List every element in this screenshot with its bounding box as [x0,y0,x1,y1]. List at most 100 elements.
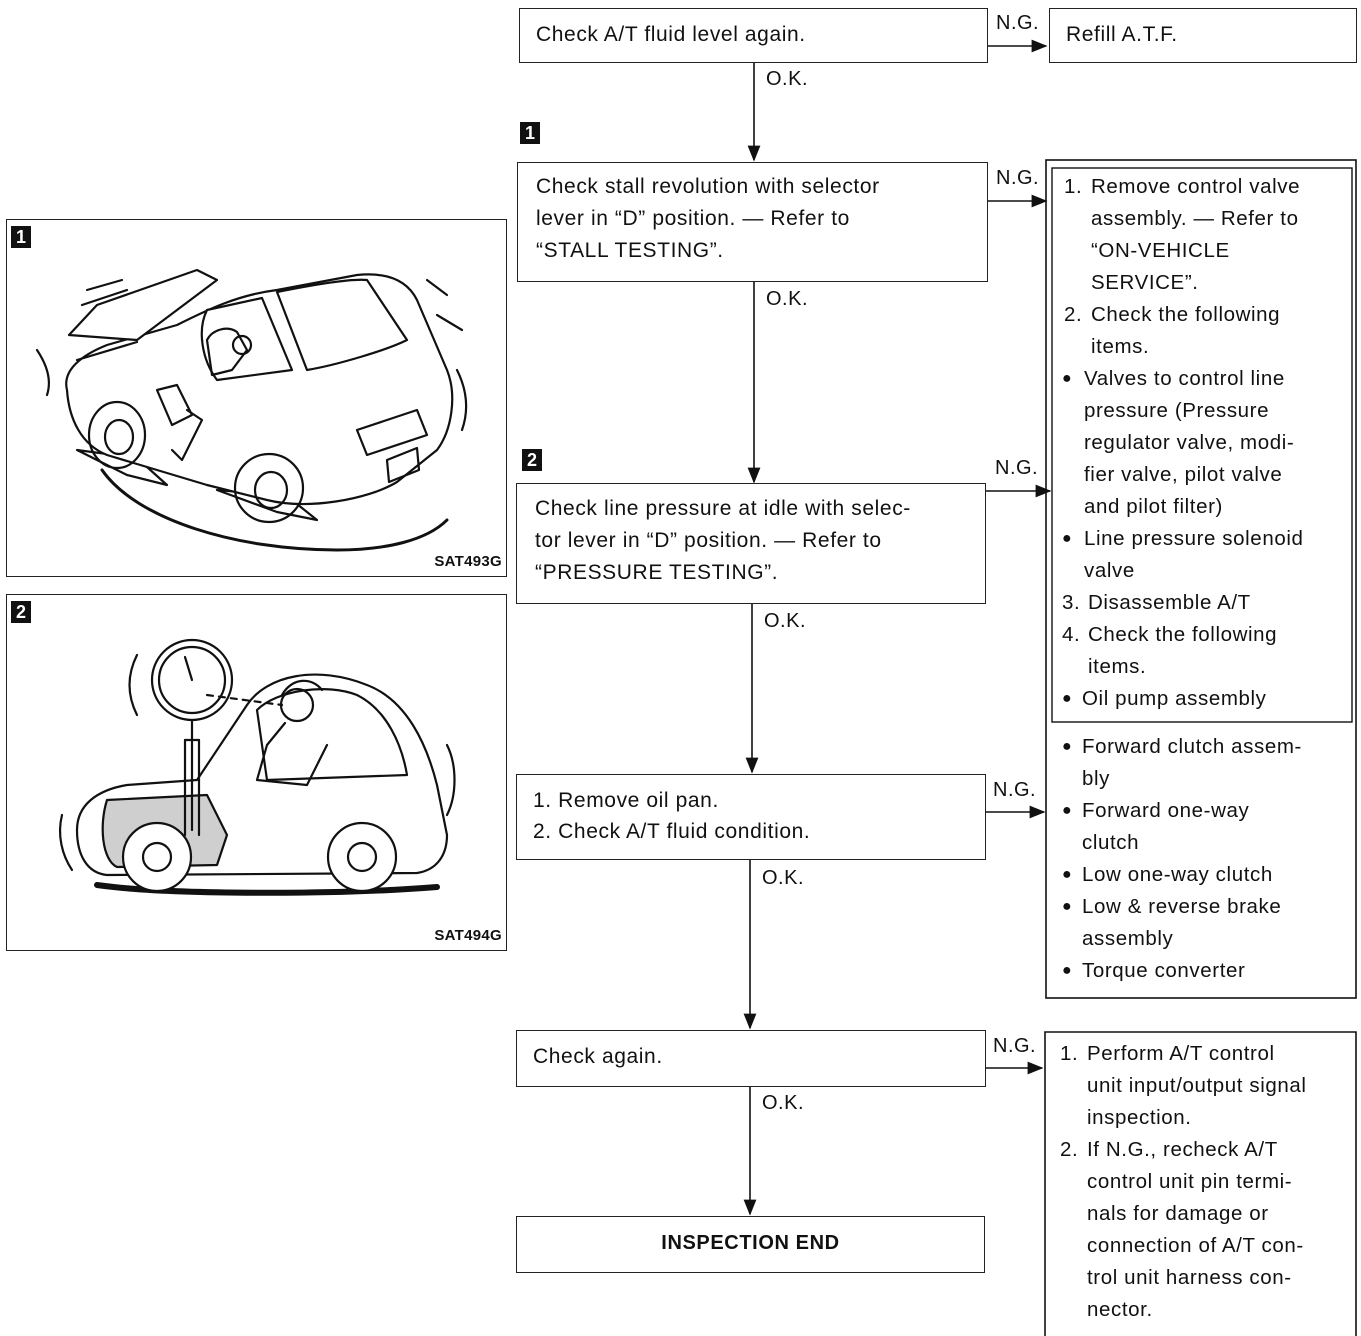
list-text: items. [1091,335,1150,358]
step-check-again: Check again. [516,1030,986,1087]
list-text: Low & reverse brake [1082,895,1282,918]
list-marker: 3. [1062,591,1081,614]
bullet-icon: ● [1062,530,1073,547]
inspection-end-text: INSPECTION END [661,1232,840,1254]
list-text: Check the following [1091,303,1281,326]
bullet-icon: ● [1062,690,1073,707]
step-stall-test: Check stall revolution with selector lev… [517,162,988,282]
list-item: 1.Perform A/T control [1060,1038,1352,1070]
remedy-box-outer [1045,159,1357,999]
step-check-fluid-level: Check A/T fluid level again. [519,8,988,63]
list-item: unit input/output signal [1060,1070,1352,1102]
car-stall-illustration [35,268,468,552]
list-text: Disassemble A/T [1088,591,1251,614]
oil-pan-line-1: 1. Remove oil pan. [533,789,719,812]
refill-atf-box: Refill A.T.F. [1049,8,1357,63]
list-text: Valves to control line [1084,367,1285,390]
step-check-fluid-level-text: Check A/T fluid level again. [536,23,806,46]
list-item: ●Line pressure solenoid [1060,523,1352,555]
list-text: “ON-VEHICLE [1091,239,1230,262]
list-item: regulator valve, modi- [1060,427,1352,459]
list-item: items. [1060,651,1352,683]
list-item: “ON-VEHICLE [1060,235,1352,267]
list-item: 3. Disassemble A/T [1060,587,1352,619]
ng-label-5: N.G. [993,1035,1037,1057]
list-item: assembly. — Refer to [1060,203,1352,235]
final-box-border [1044,1031,1357,1336]
list-text: trol unit harness con- [1087,1266,1292,1289]
list-text: SERVICE”. [1091,271,1199,294]
list-text: control unit pin termi- [1087,1170,1293,1193]
list-text: Oil pump assembly [1082,687,1267,710]
list-text: assembly. — Refer to [1091,207,1299,230]
figure-1-caption: SAT493G [434,553,502,570]
bullet-icon: ● [1062,962,1073,979]
figure-marker-1: 1 [11,226,31,248]
list-text: connection of A/T con- [1087,1234,1304,1257]
ng-label-4: N.G. [993,779,1037,801]
list-text: regulator valve, modi- [1084,431,1295,454]
list-item: trol unit harness con- [1060,1262,1352,1294]
pressure-line-2: tor lever in “D” position. — Refer to [535,529,882,552]
ng-label-3: N.G. [995,457,1039,479]
list-text: valve [1084,559,1135,582]
oil-pan-line-2: 2. Check A/T fluid condition. [533,820,811,843]
list-item: 1. Remove control valve [1060,171,1352,203]
marker-1: 1 [520,122,540,144]
figure-pressure-test: 2 [6,594,507,951]
list-text: Remove control valve [1091,175,1301,198]
list-text: Low one-way clutch [1082,863,1273,886]
bullet-icon: ● [1062,738,1073,755]
list-text: unit input/output signal [1087,1074,1307,1097]
ok-label-5: O.K. [762,1092,805,1114]
list-item: connection of A/T con- [1060,1230,1352,1262]
figure-stall-test: 1 [6,219,507,577]
list-item: clutch [1060,827,1352,859]
list-item: ● Oil pump assembly [1060,683,1352,731]
list-text: bly [1082,767,1111,790]
list-marker: 1. [1060,1042,1079,1065]
step-pressure-test: Check line pressure at idle with selec- … [516,483,986,604]
list-item: nals for damage or [1060,1198,1352,1230]
list-text: pressure (Pressure [1084,399,1270,422]
list-item: 4.Check the following [1060,619,1352,651]
check-again-text: Check again. [533,1045,663,1068]
list-item: assembly [1060,923,1352,955]
ok-label-1: O.K. [766,68,809,90]
remedy-list: 1. Remove control valve assembly. — Refer… [1060,171,1352,987]
ok-label-4: O.K. [762,867,805,889]
stall-line-1: Check stall revolution with selector [536,175,880,198]
list-marker: 1. [1064,175,1083,198]
bullet-icon: ● [1062,802,1073,819]
list-item: ●Torque converter [1060,955,1352,987]
list-text: nals for damage or [1087,1202,1269,1225]
ng-label-1: N.G. [996,12,1040,34]
list-text: clutch [1082,831,1140,854]
list-item: control unit pin termi- [1060,1166,1352,1198]
list-item: ● Low one-way clutch [1060,859,1352,891]
figure-marker-2: 2 [11,601,31,623]
list-marker: 2. [1064,303,1083,326]
list-item: items. [1060,331,1352,363]
list-text: Forward clutch assem- [1082,735,1302,758]
list-text: nector. [1087,1298,1153,1321]
remedy-box-inner [1051,167,1353,723]
stall-line-2: lever in “D” position. — Refer to [536,207,850,230]
bullet-icon: ● [1062,898,1073,915]
list-item: ● Forward one-way [1060,795,1352,827]
list-text: Check the following [1088,623,1278,646]
list-item: and pilot filter) [1060,491,1352,523]
list-text: inspection. [1087,1106,1192,1129]
pressure-line-1: Check line pressure at idle with selec- [535,497,911,520]
list-text: fier valve, pilot valve [1084,463,1283,486]
list-item: ● Low & reverse brake [1060,891,1352,923]
bullet-icon: ● [1062,866,1073,883]
refill-atf-text: Refill A.T.F. [1066,23,1178,46]
list-text: items. [1088,655,1147,678]
ng-label-2: N.G. [996,167,1040,189]
list-text: Forward one-way [1082,799,1250,822]
list-text: assembly [1082,927,1174,950]
list-item: ●Valves to control line [1060,363,1352,395]
list-item: 2. Check the following [1060,299,1352,331]
